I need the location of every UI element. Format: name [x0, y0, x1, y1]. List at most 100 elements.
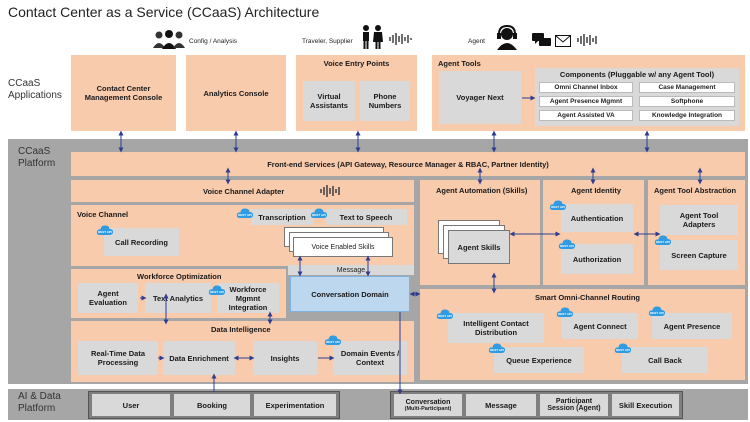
participant-session-store-label: Participant Session (Agent): [547, 398, 601, 412]
agent-identity-box: Agent Identity Authentication Authorizat…: [543, 180, 644, 285]
voyager-next-box: Voyager Next: [439, 71, 521, 124]
conversation-store-label: Conversation: [405, 398, 451, 406]
voice-channel-adapter-label: Voice Channel Adapter: [203, 187, 285, 196]
rest-api-cloud-icon: REST API: [96, 224, 114, 236]
domain-events-label: Domain Events / Context: [340, 349, 400, 367]
workforce-mgmnt-label: Workforce Mgmnt Integration: [228, 284, 268, 312]
rest-api-cloud-icon: REST API: [236, 207, 254, 219]
rest-api-text: REST API: [560, 244, 574, 248]
analytics-console-box: Analytics Console: [186, 55, 286, 131]
booking-store-label: Booking: [197, 400, 227, 410]
agent-skills-label: Agent Skills: [457, 242, 501, 252]
message-store-label: Message: [485, 400, 517, 410]
voice-enabled-skills-box: Voice Enabled Skills: [293, 237, 393, 257]
workforce-mgmnt-box: Workforce Mgmnt Integration: [217, 283, 279, 313]
components-title: Components (Pluggable w/ any Agent Tool): [559, 70, 715, 79]
text-analytics-label: Text Analytics: [152, 293, 204, 303]
voice-channel-title: Voice Channel: [77, 210, 129, 219]
phone-numbers-box: Phone Numbers: [360, 81, 410, 121]
participant-session-store: Participant Session (Agent): [540, 394, 608, 416]
user-store-label: User: [122, 400, 140, 410]
rest-api-cloud-icon: REST API: [558, 238, 576, 250]
component-omni-channel-inbox: Omni Channel Inbox: [539, 82, 633, 93]
agent-connect-label: Agent Connect: [573, 321, 627, 331]
authorization-box: Authorization: [561, 244, 633, 274]
authorization-label: Authorization: [572, 254, 622, 264]
front-end-services-box: Front-end Services (API Gateway, Resourc…: [71, 152, 745, 176]
rest-api-cloud-icon: REST API: [488, 342, 506, 354]
real-time-box: Real-Time Data Processing: [78, 341, 158, 375]
rest-api-text: REST API: [98, 230, 112, 234]
voice-channel-adapter-box: Voice Channel Adapter: [71, 180, 414, 202]
persona-traveler-label: Traveler, Supplier: [302, 38, 353, 45]
intelligent-contact-box: Intelligent Contact Distribution: [448, 313, 544, 343]
queue-experience-label: Queue Experience: [506, 355, 572, 365]
analytics-console-label: Analytics Console: [203, 88, 269, 98]
agent-automation-box: Agent Automation (Skills) Agent Skills: [420, 180, 540, 285]
call-recording-box: Call Recording: [104, 228, 179, 256]
rest-api-text: REST API: [312, 213, 326, 217]
layer-label-ai-data: AI & Data Platform: [18, 391, 61, 414]
diagram-title: Contact Center as a Service (CCaaS) Arch…: [8, 4, 320, 20]
traveler-couple-icon: [360, 24, 384, 50]
rest-api-text: REST API: [326, 340, 340, 344]
intelligent-contact-label: Intelligent Contact Distribution: [463, 319, 529, 337]
virtual-assistants-label: Virtual Assistants: [310, 92, 348, 110]
conversation-domain-label: Conversation Domain: [311, 289, 389, 299]
voice-enabled-skills-label: Voice Enabled Skills: [311, 243, 375, 251]
conversation-store-sublabel: (Multi-Participant): [404, 405, 452, 412]
experimentation-store: Experimentation: [254, 394, 336, 416]
rest-api-cloud-icon: REST API: [648, 305, 666, 317]
voyager-next-label: Voyager Next: [456, 93, 504, 102]
screen-capture-label: Screen Capture: [671, 250, 727, 260]
agent-evaluation-box: Agent Evaluation: [78, 283, 138, 313]
insights-label: Insights: [270, 353, 300, 363]
message-label-box: Message: [288, 265, 414, 275]
text-analytics-box: Text Analytics: [145, 283, 211, 313]
agent-connect-box: Agent Connect: [562, 313, 638, 339]
rest-api-text: REST API: [558, 312, 572, 316]
rest-api-cloud-icon: REST API: [549, 199, 567, 211]
component-knowledge-integration: Knowledge Integration: [639, 110, 735, 121]
authentication-label: Authentication: [570, 213, 624, 223]
transcription-box: Transcription: [251, 209, 313, 225]
agent-tool-abstraction-box: Agent Tool Abstraction Agent Tool Adapte…: [648, 180, 745, 285]
agent-identity-title: Agent Identity: [571, 186, 621, 195]
rest-api-text: REST API: [438, 314, 452, 318]
data-enrichment-label: Data Enrichment: [169, 353, 229, 363]
agent-presence-box: Agent Presence: [652, 313, 732, 339]
rest-api-text: REST API: [650, 311, 664, 315]
envelope-icon: [555, 34, 571, 47]
domain-events-box: Domain Events / Context: [333, 341, 407, 375]
authentication-box: Authentication: [561, 204, 633, 232]
call-back-box: Call Back: [622, 347, 708, 373]
component-agent-assisted-va: Agent Assisted VA: [539, 110, 633, 121]
component-case-management: Case Management: [639, 82, 735, 93]
voice-entry-points-box: Voice Entry Points Virtual Assistants Ph…: [296, 55, 417, 131]
management-console-box: Contact Center Management Console: [71, 55, 176, 131]
persona-agent-label: Agent: [468, 38, 485, 45]
sound-wave-icon: [319, 184, 343, 198]
smart-routing-box: Smart Omni-Channel Routing Intelligent C…: [420, 289, 745, 380]
rest-api-cloud-icon: REST API: [310, 207, 328, 219]
data-intelligence-box: Data Intelligence Real-Time Data Process…: [71, 321, 414, 382]
conversation-store: Conversation (Multi-Participant): [394, 394, 462, 416]
layer-label-applications: CCaaS Applications: [8, 78, 62, 101]
agent-tool-adapters-box: Agent Tool Adapters: [660, 205, 738, 235]
text-to-speech-box: Text to Speech: [325, 209, 407, 225]
agent-tools-box: Agent Tools Voyager Next Components (Plu…: [432, 55, 745, 131]
rest-api-cloud-icon: REST API: [614, 342, 632, 354]
call-back-label: Call Back: [648, 355, 682, 365]
skill-execution-store-label: Skill Execution: [618, 400, 673, 410]
rest-api-cloud-icon: REST API: [208, 284, 226, 296]
chat-bubbles-icon: [532, 33, 552, 47]
agent-tool-abstraction-title: Agent Tool Abstraction: [654, 186, 737, 195]
experimentation-store-label: Experimentation: [265, 400, 325, 410]
real-time-label: Real-Time Data Processing: [90, 349, 146, 367]
rest-api-text: REST API: [490, 348, 504, 352]
transcription-label: Transcription: [258, 212, 306, 222]
rest-api-text: REST API: [656, 240, 670, 244]
rest-api-cloud-icon: REST API: [436, 308, 454, 320]
booking-store: Booking: [174, 394, 250, 416]
call-recording-label: Call Recording: [115, 237, 168, 247]
